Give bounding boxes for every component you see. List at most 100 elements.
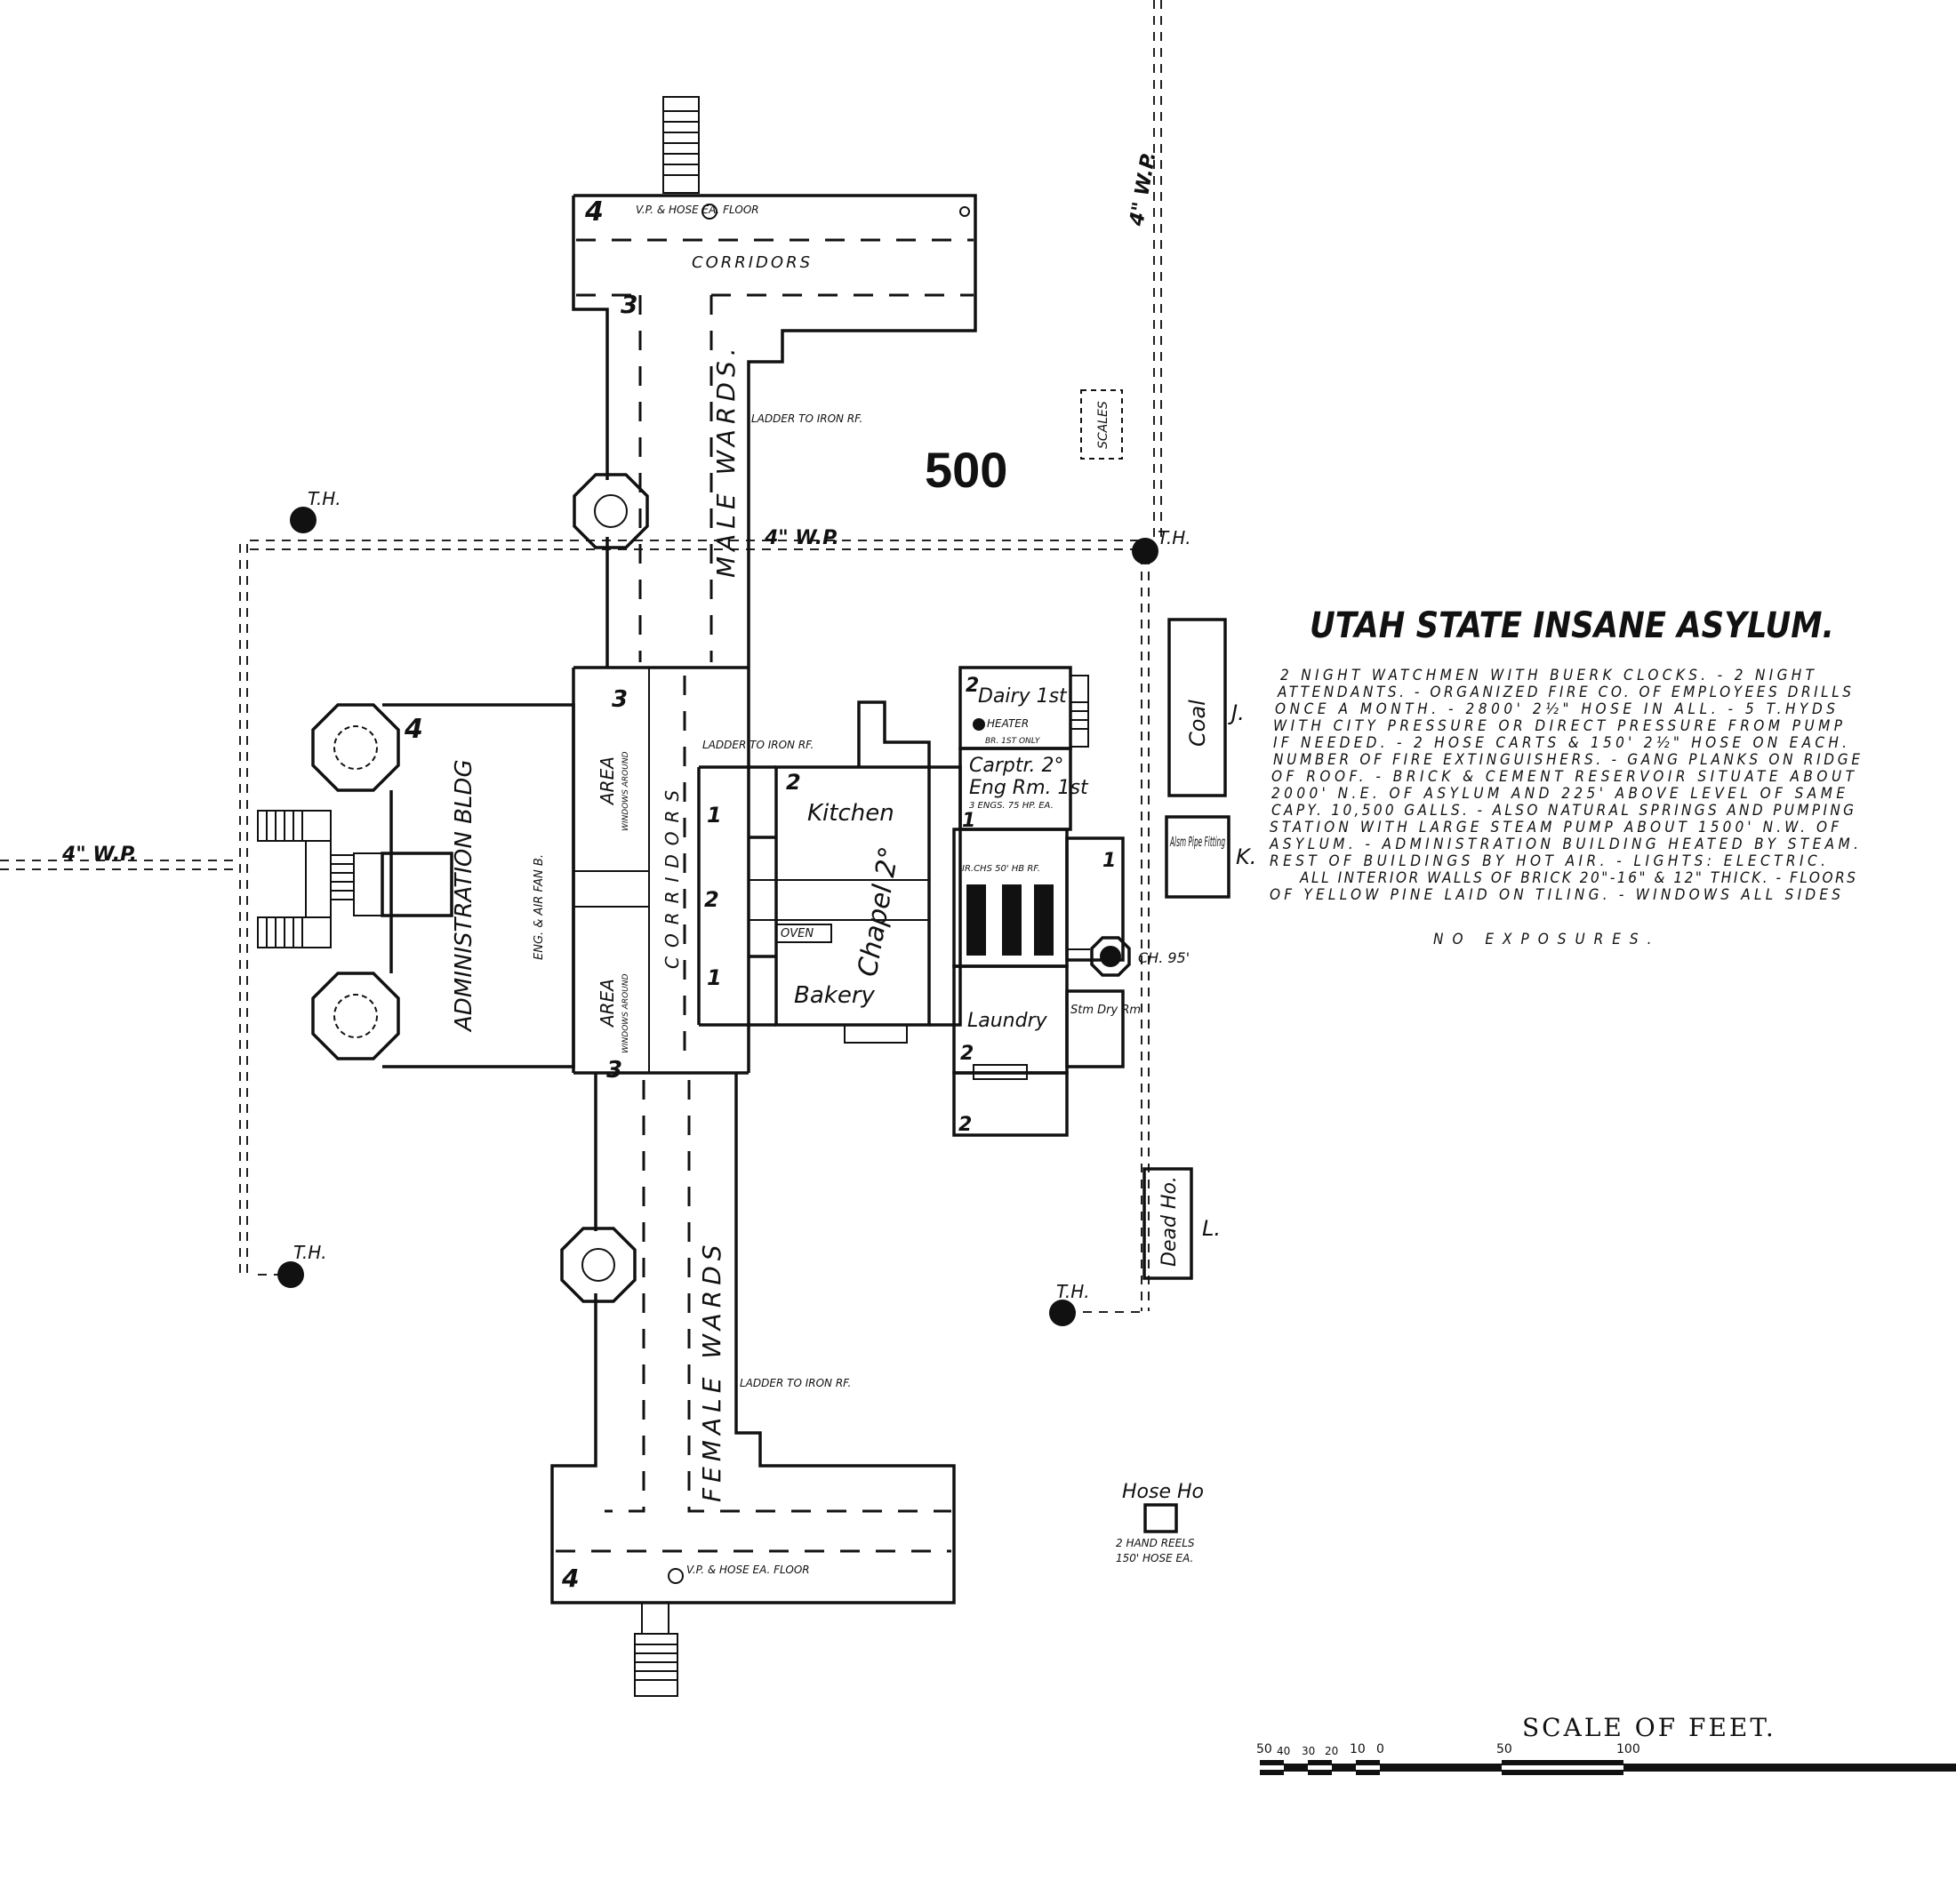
scale-tick: 0 [1376,1742,1384,1756]
scale-tick: 30 [1302,1745,1315,1757]
hydrant-label: T.H. [308,488,341,509]
note-line: ALL INTERIOR WALLS OF BRICK 20"-16" & 12… [1299,869,1856,887]
note-line: OF YELLOW PINE LAID ON TILING. - WINDOWS… [1270,886,1840,904]
admin-note: ENG. & AIR FAN B. [533,854,546,960]
heater-note: BR. 1ST ONLY [985,737,1041,746]
male-wards-label: MALE WARDS. [711,342,741,578]
dry-room-label: Stm Dry Rm [1070,1004,1141,1017]
hydrant-icon [1132,538,1158,564]
scale-tick: 10 [1350,1742,1366,1756]
note-line: ONCE A MONTH. - 2800' 2½" HOSE IN ALL. -… [1275,700,1835,718]
note-line: NUMBER OF FIRE EXTINGUISHERS. - GANG PLA… [1273,751,1860,769]
water-main-east [1141,556,1150,1311]
standpipe-label: V.P. & HOSE EA. FLOOR [686,1564,810,1576]
hose-house-note: 150' HOSE EA. [1116,1552,1193,1564]
note-line: ASYLUM. - ADMINISTRATION BUILDING HEATED… [1269,836,1858,853]
scales-structure [1080,389,1123,460]
boiler-icon [1002,884,1022,956]
dairy-label: Dairy 1st [978,685,1068,708]
female-wards-label: FEMALE WARDS [697,1239,726,1502]
note-line: 2 NIGHT WATCHMEN WITH BUERK CLOCKS. - 2 … [1280,667,1816,684]
chimney-icon [1090,936,1131,977]
service-buildings: Dairy 1st 2 HEATER BR. 1ST ONLY Carptr. … [952,666,1190,1137]
hose-house-label: Hose Ho [1122,1481,1204,1503]
story-count: 4 [404,714,423,745]
story-count: 2 [786,770,801,795]
scale-tick: 50 [1496,1742,1512,1756]
area-note: WINDOWS AROUND [621,751,630,831]
water-main-label: 4" W.P. [764,527,839,549]
story-count: 4 [584,196,604,228]
title-block: UTAH STATE INSANE ASYLUM. 2 NIGHT WATCHM… [1269,605,1860,948]
octagon-tower [311,703,400,792]
engine-note: 3 ENGS. 75 HP. EA. [969,801,1054,811]
boiler-icon [1034,884,1054,956]
map-title: UTAH STATE INSANE ASYLUM. [1310,605,1834,646]
water-main-west [239,544,248,1276]
corridors-label: CORRIDORS [692,253,813,272]
hydrant-label: T.H. [1158,527,1191,548]
coal-shed [1167,618,1227,797]
ladder-label: LADDER TO IRON RF. [702,739,814,751]
hydrant-label: T.H. [293,1242,327,1263]
scales-label: SCALES [1096,401,1110,449]
boilers-note: IR.CHS 50' HB RF. [962,864,1040,874]
water-main-label: 4" W.P. [1126,150,1160,228]
note-line: OF ROOF. - BRICK & CEMENT RESERVOIR SITU… [1271,768,1856,786]
octagon-tower [560,1227,637,1303]
note-line: IF NEEDED. - 2 HOSE CARTS & 150' 2½" HOS… [1273,734,1847,752]
kitchen-chapel-building: Kitchen Chapel 2° Bakery OVEN 2 2 1 1 LA… [697,700,962,1044]
oven-label: OVEN [781,927,814,940]
story-count: 3 [612,686,628,713]
central-corridor: CORRIDORS AREA WINDOWS AROUND AREA WINDO… [572,666,750,1084]
hydrant-icon [277,1261,304,1288]
scale-bar: SCALE OF FEET. 50 40 30 20 10 0 50 100 [1256,1713,1956,1775]
exposures-note: NO EXPOSURES. [1433,931,1661,948]
hydrant-icon [290,507,317,533]
story-count: 1 [1102,850,1116,872]
ladder-label: LADDER TO IRON RF. [751,412,862,425]
story-count: 3 [621,290,637,319]
administration-building: 4 ADMINISTRATION BLDG ENG. & AIR FAN B. [257,703,575,1068]
scale-tick: 50 [1256,1742,1272,1756]
scale-tick: 40 [1277,1745,1290,1757]
steam-dry-room [1065,989,1125,1068]
pipe-fitting-shop [1165,815,1231,899]
letter-l: L. [1202,1216,1221,1241]
letter-k: K. [1236,844,1256,869]
story-count: 1 [707,965,722,990]
carpenter-label: Carptr. 2° [969,755,1064,777]
dead-house [1142,1167,1193,1280]
hydrant-label: T.H. [1056,1281,1090,1302]
admin-building-label: ADMINISTRATION BLDG [451,759,477,1033]
note-line: ATTENDANTS. - ORGANIZED FIRE CO. OF EMPL… [1277,684,1851,701]
area-label: AREA [597,756,618,806]
chapel-label: Chapel 2° [852,844,905,980]
corridors-label: CORRIDORS [661,781,683,969]
story-count: 2 [958,1114,972,1136]
scale-tick: 20 [1325,1745,1338,1757]
admin-front-stairs [257,810,354,948]
note-line: STATION WITH LARGE STEAM PUMP ABOUT 1500… [1270,819,1839,836]
note-line: REST OF BUILDINGS BY HOT AIR. - LIGHTS: … [1270,852,1825,870]
story-count: 1 [707,803,722,828]
octagon-tower [573,473,649,549]
standpipe-label: V.P. & HOSE EA. FLOOR [636,204,759,216]
story-count: 2 [704,887,719,912]
heater-label: HEATER [987,717,1029,730]
ladder-label: LADDER TO IRON RF. [740,1377,851,1389]
hydrants: T.H. T.H. T.H. T.H. [277,488,1191,1326]
chimney-label: CH. 95' [1138,949,1190,966]
water-main-westbound [0,860,240,870]
dead-house-label: Dead Ho. [1158,1176,1181,1267]
letter-j: J. [1228,700,1245,725]
hydrant-icon [1049,1300,1076,1326]
hose-house [1143,1503,1178,1533]
story-count: 1 [962,810,975,832]
coal-label: Coal [1185,700,1210,747]
north-stairs [662,96,700,194]
water-main-label: 4" W.P. [61,844,137,866]
scale-title: SCALE OF FEET. [1522,1713,1776,1742]
kitchen-label: Kitchen [807,800,894,827]
